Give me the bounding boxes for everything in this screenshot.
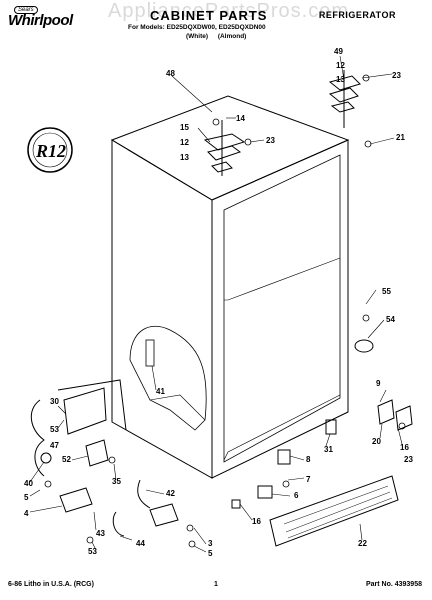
callout-5: 5	[208, 549, 213, 558]
side-cutout	[129, 325, 207, 431]
callout-53: 53	[88, 547, 97, 556]
callout-52: 52	[62, 455, 71, 464]
color-list: (White) (Almond)	[186, 33, 247, 40]
cabinet-top-panel	[110, 95, 350, 201]
bracket-part	[377, 399, 395, 425]
callout-53: 53	[50, 425, 59, 434]
leader-lines	[29, 55, 403, 553]
callout-49: 49	[334, 47, 343, 56]
tube-part	[137, 479, 151, 509]
callout-16: 16	[400, 443, 409, 452]
spring-part	[145, 339, 155, 367]
callout-55: 55	[382, 287, 391, 296]
grommet-part	[40, 452, 52, 464]
callout-35: 35	[112, 477, 121, 486]
r12-badge-label: R12	[35, 141, 66, 161]
callout-6: 6	[294, 491, 299, 500]
callout-4: 4	[24, 509, 29, 518]
callout-40: 40	[24, 479, 33, 488]
callout-30: 30	[50, 397, 59, 406]
callout-16: 16	[252, 517, 261, 526]
small-clip	[231, 499, 241, 509]
callout-5: 5	[24, 493, 29, 502]
callout-23: 23	[404, 455, 413, 464]
upper-hinge	[203, 120, 246, 176]
callout-14: 14	[236, 114, 245, 123]
clip-part	[325, 419, 337, 435]
callout-23: 23	[392, 71, 401, 80]
hose-part	[112, 511, 125, 537]
sears-logo: Sears	[14, 6, 38, 14]
callout-54: 54	[386, 315, 395, 324]
cabinet-front-frame	[211, 139, 349, 479]
r12-badge	[27, 127, 73, 173]
callout-47: 47	[50, 441, 59, 450]
callout-13: 13	[336, 75, 345, 84]
page-title: CABINET PARTS	[150, 8, 268, 23]
screws	[44, 74, 406, 548]
callout-7: 7	[306, 475, 311, 484]
footer-part-number: Part No. 4393958	[365, 581, 422, 588]
bracket-left	[85, 439, 109, 467]
power-cord	[30, 379, 127, 477]
whirlpool-logo: Whirlpool	[8, 12, 73, 29]
callout-22: 22	[358, 539, 367, 548]
watermark: AppliancePartsPros.com	[108, 0, 349, 22]
footer-page-number: 1	[214, 581, 218, 588]
model-list: For Models: ED25DQXDW00, ED25DQXDN00	[128, 24, 266, 31]
bracket-part-2	[257, 485, 273, 499]
footer-litho: 6-86 Litho in U.S.A. (RCG)	[8, 581, 94, 588]
valve-part	[149, 503, 179, 527]
callout-43: 43	[96, 529, 105, 538]
callout-9: 9	[376, 379, 381, 388]
callout-12: 12	[180, 138, 189, 147]
callout-13: 13	[180, 153, 189, 162]
block-part	[277, 449, 291, 465]
callout-12: 12	[336, 61, 345, 70]
toe-grille	[269, 475, 399, 547]
callout-8: 8	[306, 455, 311, 464]
appliance-type: REFRIGERATOR	[318, 10, 396, 20]
electrical-box	[63, 387, 107, 435]
right-hinge	[328, 70, 361, 128]
callout-3: 3	[208, 539, 213, 548]
callout-15: 15	[180, 123, 189, 132]
callout-42: 42	[166, 489, 175, 498]
callout-20: 20	[372, 437, 381, 446]
callout-31: 31	[324, 445, 333, 454]
callout-21: 21	[396, 133, 405, 142]
callout-41: 41	[156, 387, 165, 396]
leveling-leg	[354, 339, 374, 353]
callout-23: 23	[266, 136, 275, 145]
callout-48: 48	[166, 69, 175, 78]
callout-44: 44	[136, 539, 145, 548]
compressor-part	[59, 487, 93, 513]
cabinet-opening	[223, 154, 341, 463]
